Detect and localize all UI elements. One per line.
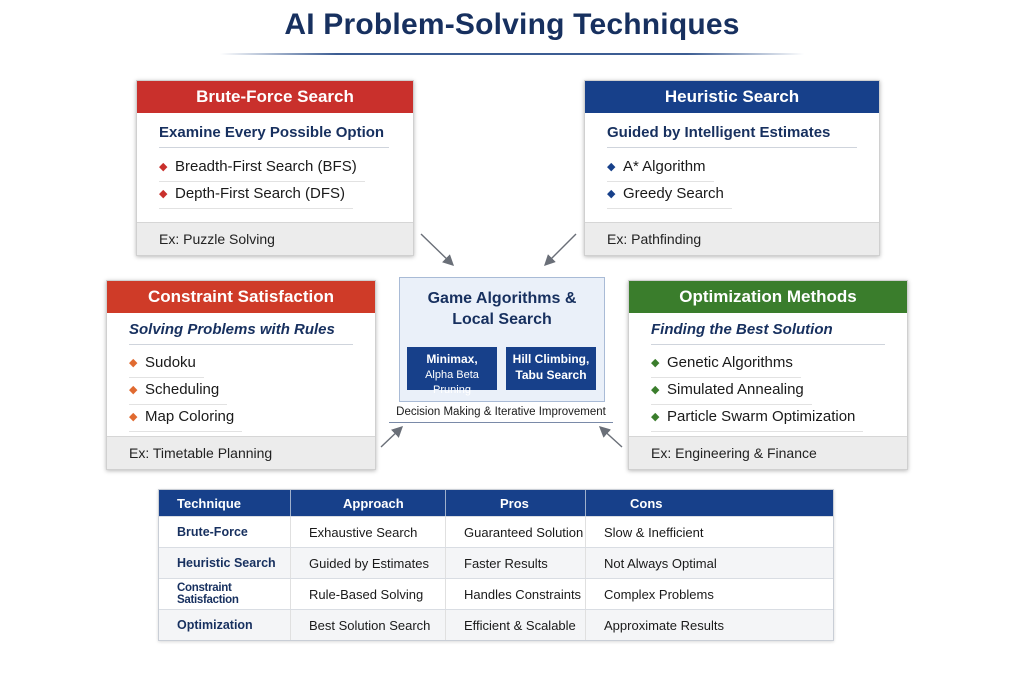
list-item: ◆Map Coloring bbox=[129, 405, 243, 432]
list-item: ◆Breadth-First Search (BFS) bbox=[159, 155, 365, 182]
constraint-subtitle: Solving Problems with Rules bbox=[129, 321, 353, 345]
optimization-subtitle: Finding the Best Solution bbox=[651, 321, 885, 345]
table-header-pros: Pros bbox=[446, 490, 586, 516]
diamond-icon: ◆ bbox=[129, 384, 138, 396]
title-underline bbox=[220, 53, 804, 55]
heuristic-header: Heuristic Search bbox=[585, 81, 879, 113]
brute-force-header: Brute-Force Search bbox=[137, 81, 413, 113]
constraint-card: Constraint Satisfaction Solving Problems… bbox=[106, 280, 376, 470]
game-algorithms-box: Game Algorithms & Local Search Minimax, … bbox=[399, 277, 605, 402]
diamond-icon: ◆ bbox=[607, 188, 616, 200]
diamond-icon: ◆ bbox=[651, 357, 660, 369]
center-title: Game Algorithms & Local Search bbox=[427, 290, 577, 328]
list-item: ◆Simulated Annealing bbox=[651, 378, 812, 405]
arrow-brute-to-center bbox=[420, 233, 455, 266]
center-caption: Decision Making & Iterative Improvement bbox=[389, 406, 613, 423]
diamond-icon: ◆ bbox=[607, 161, 616, 173]
list-item: ◆Greedy Search bbox=[607, 182, 732, 209]
heuristic-card: Heuristic Search Guided by Intelligent E… bbox=[584, 80, 880, 256]
table-header-approach: Approach bbox=[291, 490, 446, 516]
optimization-example: Ex: Engineering & Finance bbox=[629, 436, 907, 469]
list-item: ◆Genetic Algorithms bbox=[651, 351, 801, 378]
table-row: Heuristic Search Guided by Estimates Fas… bbox=[159, 548, 833, 579]
table-row: Optimization Best Solution Search Effici… bbox=[159, 610, 833, 640]
constraint-example: Ex: Timetable Planning bbox=[107, 436, 375, 469]
hill-climbing-box: Hill Climbing, Tabu Search bbox=[506, 347, 596, 390]
brute-force-card: Brute-Force Search Examine Every Possibl… bbox=[136, 80, 414, 256]
list-item: ◆Particle Swarm Optimization bbox=[651, 405, 864, 432]
diamond-icon: ◆ bbox=[651, 384, 660, 396]
heuristic-example: Ex: Pathfinding bbox=[585, 222, 879, 255]
optimization-header: Optimization Methods bbox=[629, 281, 907, 313]
table-row: Constraint Satisfaction Rule-Based Solvi… bbox=[159, 579, 833, 610]
heuristic-subtitle: Guided by Intelligent Estimates bbox=[607, 124, 857, 148]
list-item: ◆Scheduling bbox=[129, 378, 228, 405]
brute-force-example: Ex: Puzzle Solving bbox=[137, 222, 413, 255]
diamond-icon: ◆ bbox=[159, 188, 168, 200]
table-header-row: Technique Approach Pros Cons bbox=[159, 490, 833, 517]
arrow-constraint-to-center bbox=[380, 426, 404, 448]
table-header-technique: Technique bbox=[159, 490, 291, 516]
diamond-icon: ◆ bbox=[159, 161, 168, 173]
comparison-table: Technique Approach Pros Cons Brute-Force… bbox=[158, 489, 834, 641]
table-row: Brute-Force Exhaustive Search Guaranteed… bbox=[159, 517, 833, 548]
list-item: ◆Sudoku bbox=[129, 351, 204, 378]
constraint-header: Constraint Satisfaction bbox=[107, 281, 375, 313]
table-header-cons: Cons bbox=[630, 495, 663, 511]
page-title: AI Problem-Solving Techniques bbox=[284, 8, 740, 41]
diamond-icon: ◆ bbox=[651, 411, 660, 423]
brute-force-subtitle: Examine Every Possible Option bbox=[159, 124, 389, 148]
diamond-icon: ◆ bbox=[129, 411, 138, 423]
list-item: ◆A* Algorithm bbox=[607, 155, 714, 182]
arrow-optimization-to-center bbox=[598, 426, 623, 448]
arrow-heuristic-to-center bbox=[544, 233, 577, 266]
minimax-box: Minimax, Alpha Beta Pruning bbox=[407, 347, 497, 396]
list-item: ◆Depth-First Search (DFS) bbox=[159, 182, 354, 209]
optimization-card: Optimization Methods Finding the Best So… bbox=[628, 280, 908, 470]
diamond-icon: ◆ bbox=[129, 357, 138, 369]
